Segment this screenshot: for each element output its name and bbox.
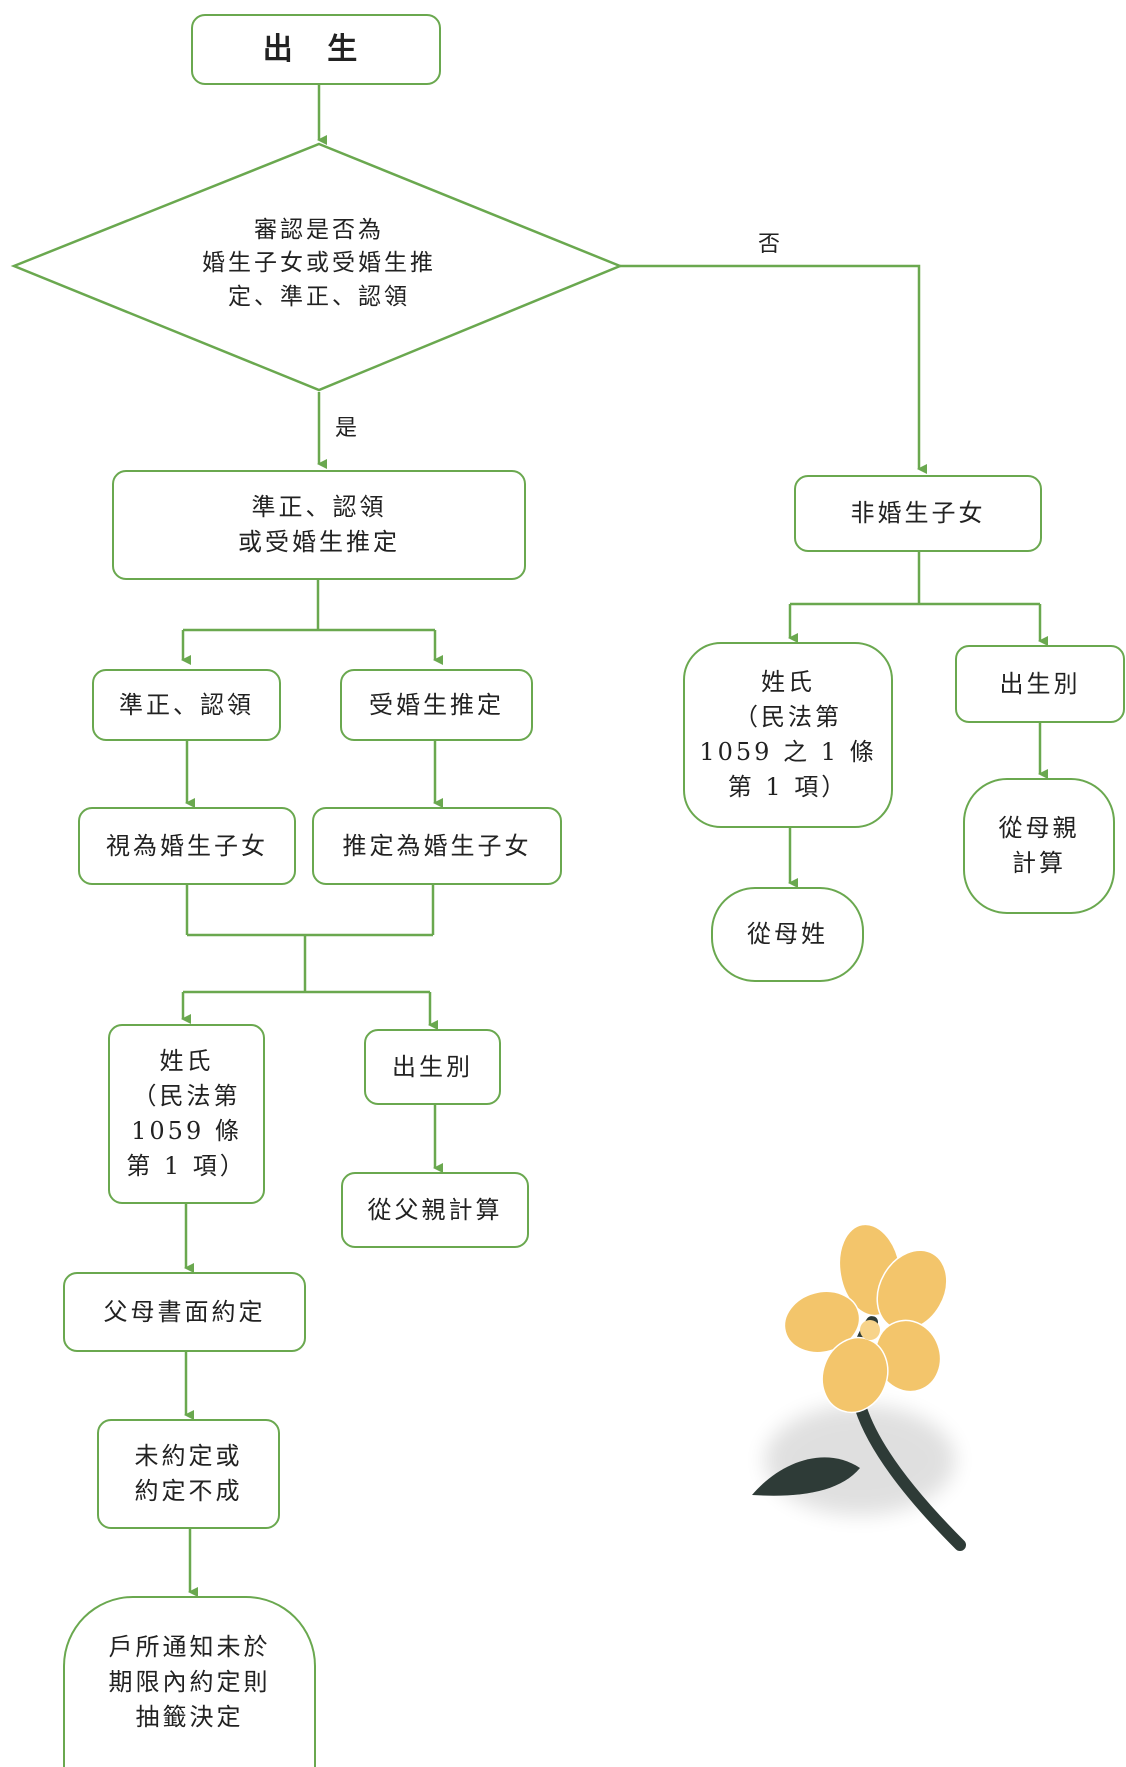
- father-calc-node: 從父親計算: [341, 1172, 529, 1248]
- birth-order-right-node: 出生別: [955, 645, 1125, 723]
- legit-node: 準正、認領 或受婚生推定: [112, 470, 526, 580]
- presumed-as-node: 推定為婚生子女: [312, 807, 562, 885]
- mother-calc-node: 從母親 計算: [963, 778, 1115, 914]
- no-label: 否: [758, 232, 781, 257]
- no-agreement-node: 未約定或 約定不成: [97, 1419, 280, 1529]
- decision-diamond: [10, 142, 624, 392]
- surname-left-node: 姓氏 （民法第 1059 條 第 1 項）: [108, 1024, 265, 1204]
- written-agreement-node: 父母書面約定: [63, 1272, 306, 1352]
- nonmarital-node: 非婚生子女: [794, 475, 1042, 552]
- mother-surname-node: 從母姓: [711, 887, 864, 982]
- deemed-node: 視為婚生子女: [78, 807, 296, 885]
- decision-text: 審認是否為 婚生子女或受婚生推 定、準正、認領: [202, 217, 436, 310]
- presumed-node: 受婚生推定: [340, 669, 533, 741]
- birth-node: 出 生: [191, 14, 441, 85]
- birth-order-left-node: 出生別: [364, 1029, 501, 1105]
- surname-right-node: 姓氏 （民法第 1059 之 1 條 第 1 項）: [683, 642, 893, 828]
- lottery-node: 戶所通知未於 期限內約定則 抽籤決定: [63, 1596, 316, 1767]
- yes-label: 是: [335, 416, 358, 441]
- flower-icon: [752, 1223, 966, 1551]
- legitimation-node: 準正、認領: [92, 669, 281, 741]
- arrow-no: [620, 264, 927, 474]
